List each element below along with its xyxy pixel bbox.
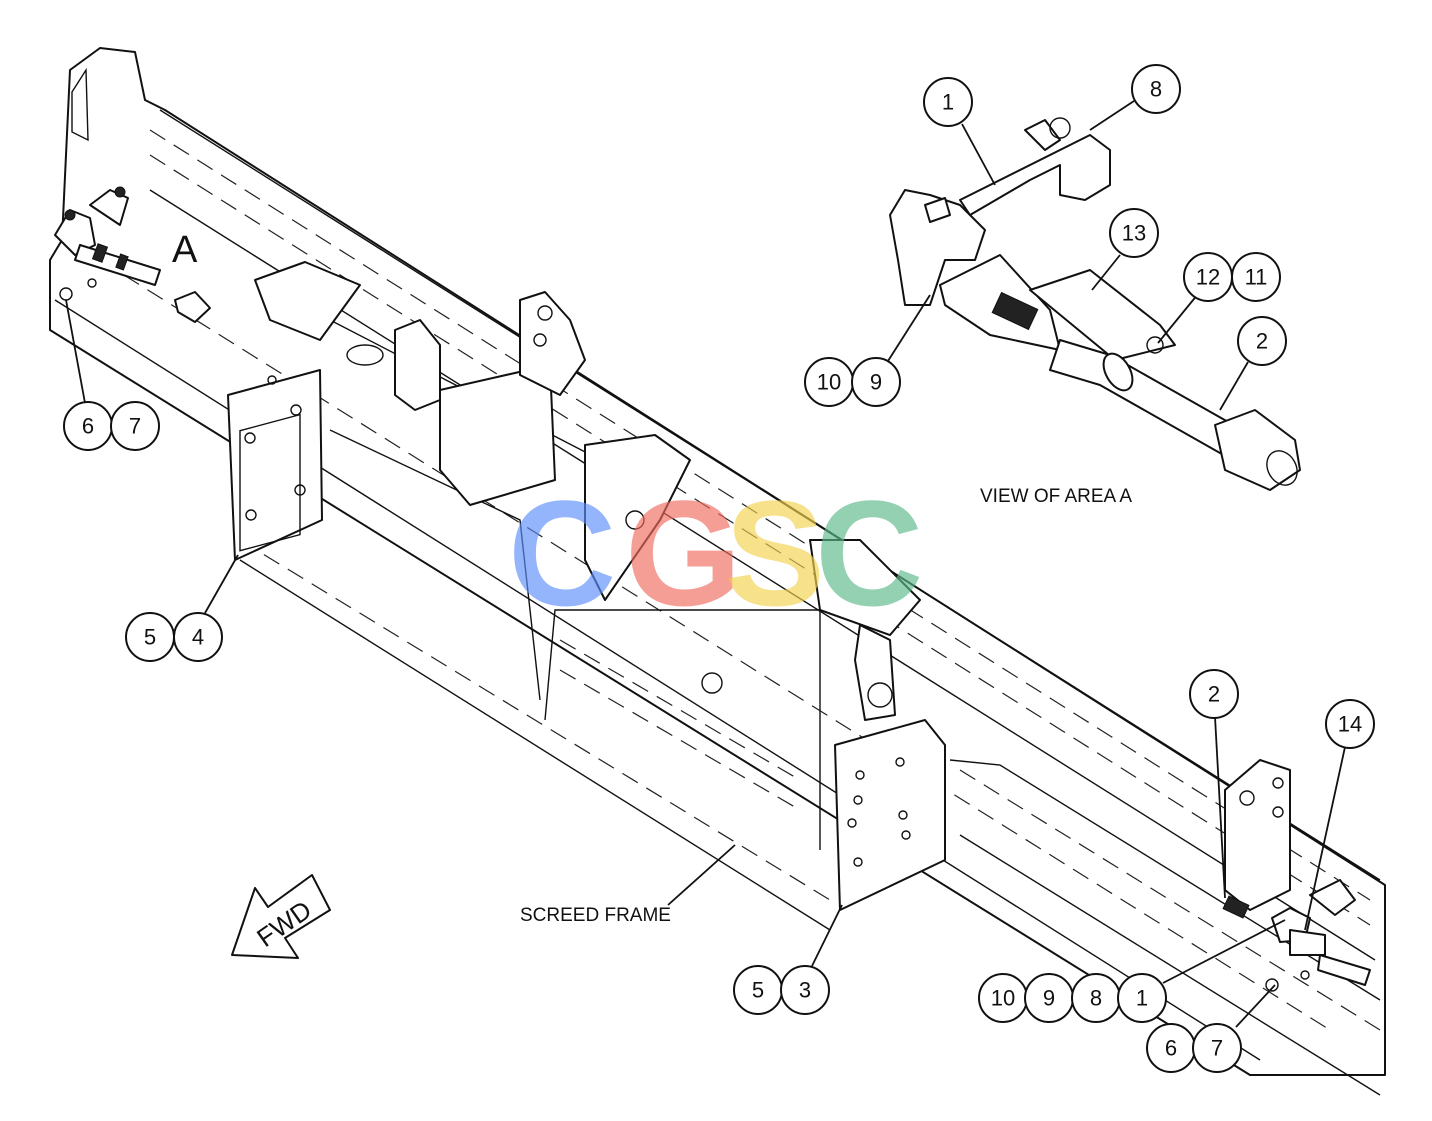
callout-mid-5: 5 — [733, 965, 783, 1015]
left-shaft-assembly — [54, 186, 211, 323]
callout-left-5: 5 — [125, 612, 175, 662]
callout-detail-1: 1 — [923, 77, 973, 127]
callout-detail-13: 13 — [1109, 208, 1159, 258]
callout-right-10: 10 — [978, 973, 1028, 1023]
svg-text:13: 13 — [1122, 221, 1146, 246]
callout-right-8: 8 — [1071, 973, 1121, 1023]
svg-text:5: 5 — [144, 625, 156, 650]
svg-text:1: 1 — [1136, 986, 1148, 1011]
callout-detail-12: 12 — [1183, 252, 1233, 302]
callout-left-7: 7 — [110, 401, 160, 451]
svg-text:9: 9 — [1043, 986, 1055, 1011]
watermark-letter-c1: C — [508, 469, 616, 637]
svg-text:7: 7 — [129, 414, 141, 439]
svg-text:3: 3 — [799, 978, 811, 1003]
callout-detail-2: 2 — [1237, 316, 1287, 366]
svg-text:8: 8 — [1150, 77, 1162, 102]
svg-text:5: 5 — [752, 978, 764, 1003]
callout-right-6: 6 — [1146, 1023, 1196, 1073]
center-end-plate — [834, 719, 946, 911]
right-shaft-assembly — [1222, 879, 1371, 992]
svg-text:14: 14 — [1338, 712, 1362, 737]
mid-bracket-left — [346, 291, 586, 506]
callout-mid-3: 3 — [780, 965, 830, 1015]
left-end-plate — [227, 261, 361, 561]
detail-view-area-a — [889, 117, 1301, 491]
svg-text:4: 4 — [192, 625, 204, 650]
callout-right-9: 9 — [1024, 973, 1074, 1023]
callout-left-6: 6 — [63, 401, 113, 451]
svg-text:1: 1 — [942, 90, 954, 115]
callout-right-2: 2 — [1189, 669, 1239, 719]
svg-text:2: 2 — [1256, 329, 1268, 354]
watermark-letter-s: S — [725, 469, 825, 637]
svg-text:6: 6 — [1165, 1036, 1177, 1061]
svg-text:2: 2 — [1208, 682, 1220, 707]
watermark-letter-g: G — [625, 469, 742, 637]
callout-right-1: 1 — [1117, 973, 1167, 1023]
svg-text:10: 10 — [817, 370, 841, 395]
svg-text:6: 6 — [82, 414, 94, 439]
watermark: C G S C — [508, 469, 923, 637]
svg-text:10: 10 — [991, 986, 1015, 1011]
callout-detail-9: 9 — [851, 357, 901, 407]
svg-text:7: 7 — [1211, 1036, 1223, 1061]
callout-right-14: 14 — [1325, 699, 1375, 749]
watermark-letter-c2: C — [815, 469, 923, 637]
leader-lines — [65, 100, 1346, 1028]
svg-text:8: 8 — [1090, 986, 1102, 1011]
view-of-area-label: VIEW OF AREA A — [980, 486, 1132, 507]
callout-left-4: 4 — [173, 612, 223, 662]
callout-detail-8: 8 — [1131, 64, 1181, 114]
svg-text:9: 9 — [870, 370, 882, 395]
callout-detail-11: 11 — [1231, 252, 1281, 302]
svg-text:11: 11 — [1245, 265, 1268, 290]
screed-frame-label: SCREED FRAME — [520, 905, 671, 926]
right-end-bracket — [1224, 759, 1291, 911]
forward-arrow: FWD — [231, 874, 331, 959]
svg-text:12: 12 — [1196, 265, 1220, 290]
mid-bracket-center — [584, 434, 921, 721]
callout-detail-10: 10 — [804, 357, 854, 407]
area-a-marker: A — [172, 229, 198, 271]
callout-right-7: 7 — [1192, 1023, 1242, 1073]
